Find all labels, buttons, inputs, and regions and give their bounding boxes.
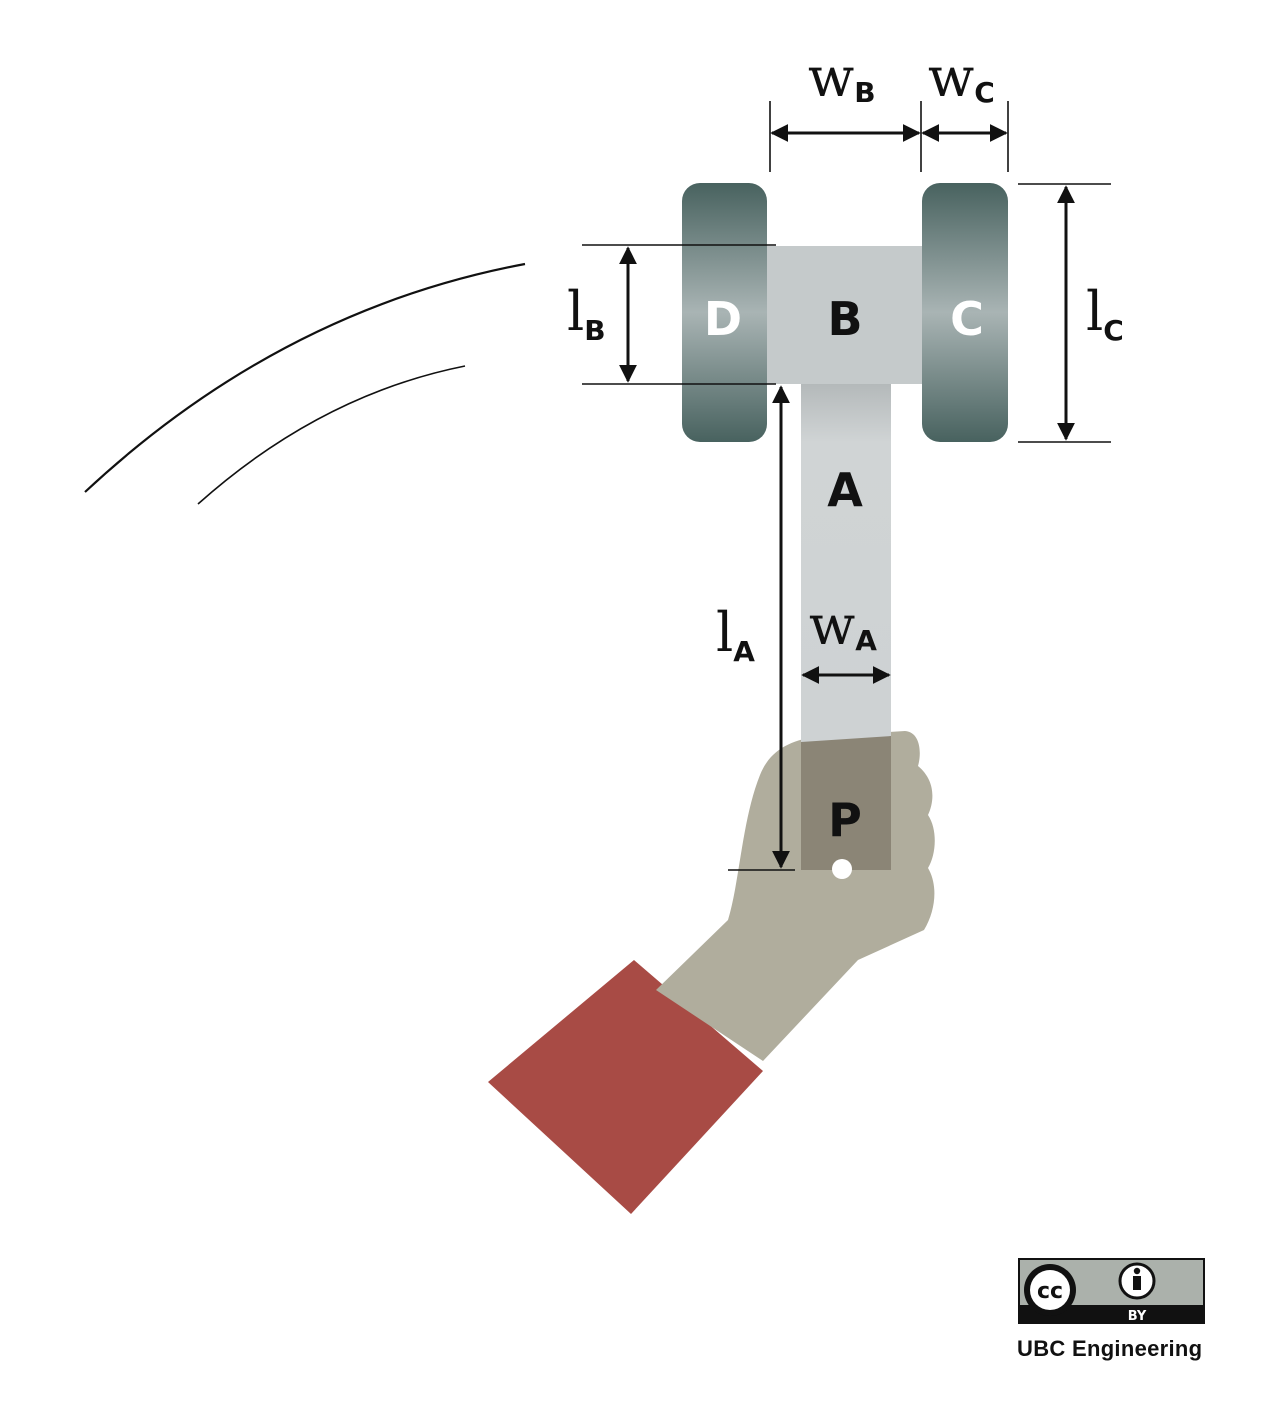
svg-text:BY: BY (1128, 1309, 1147, 1324)
motion-line-outer (84, 262, 526, 493)
svg-text:cc: cc (1037, 1279, 1063, 1304)
extension-lines (582, 101, 1111, 871)
sleeve (488, 960, 763, 1214)
label-b: B (827, 292, 862, 346)
cc-by-badge: cc BY (1018, 1258, 1205, 1324)
dim-label-wc: wC (928, 46, 995, 109)
label-a: A (827, 463, 863, 517)
dim-label-wa: wA (809, 594, 877, 657)
label-p: P (828, 793, 862, 847)
wheel-d (682, 183, 767, 442)
dim-label-lb: lB (567, 280, 606, 347)
hand (656, 731, 935, 1061)
crossbar-b (766, 246, 924, 384)
label-d: D (704, 292, 742, 346)
motion-line-inner (197, 365, 466, 505)
label-c: C (950, 292, 984, 346)
dim-label-lc: lC (1086, 280, 1124, 347)
pivot-point (832, 859, 852, 879)
dim-label-la: lA (716, 601, 755, 668)
credit-text: UBC Engineering (1017, 1336, 1203, 1361)
wheel-c (922, 183, 1008, 442)
hand-grip-overlap (801, 736, 891, 870)
dim-label-wb: wB (808, 46, 876, 109)
